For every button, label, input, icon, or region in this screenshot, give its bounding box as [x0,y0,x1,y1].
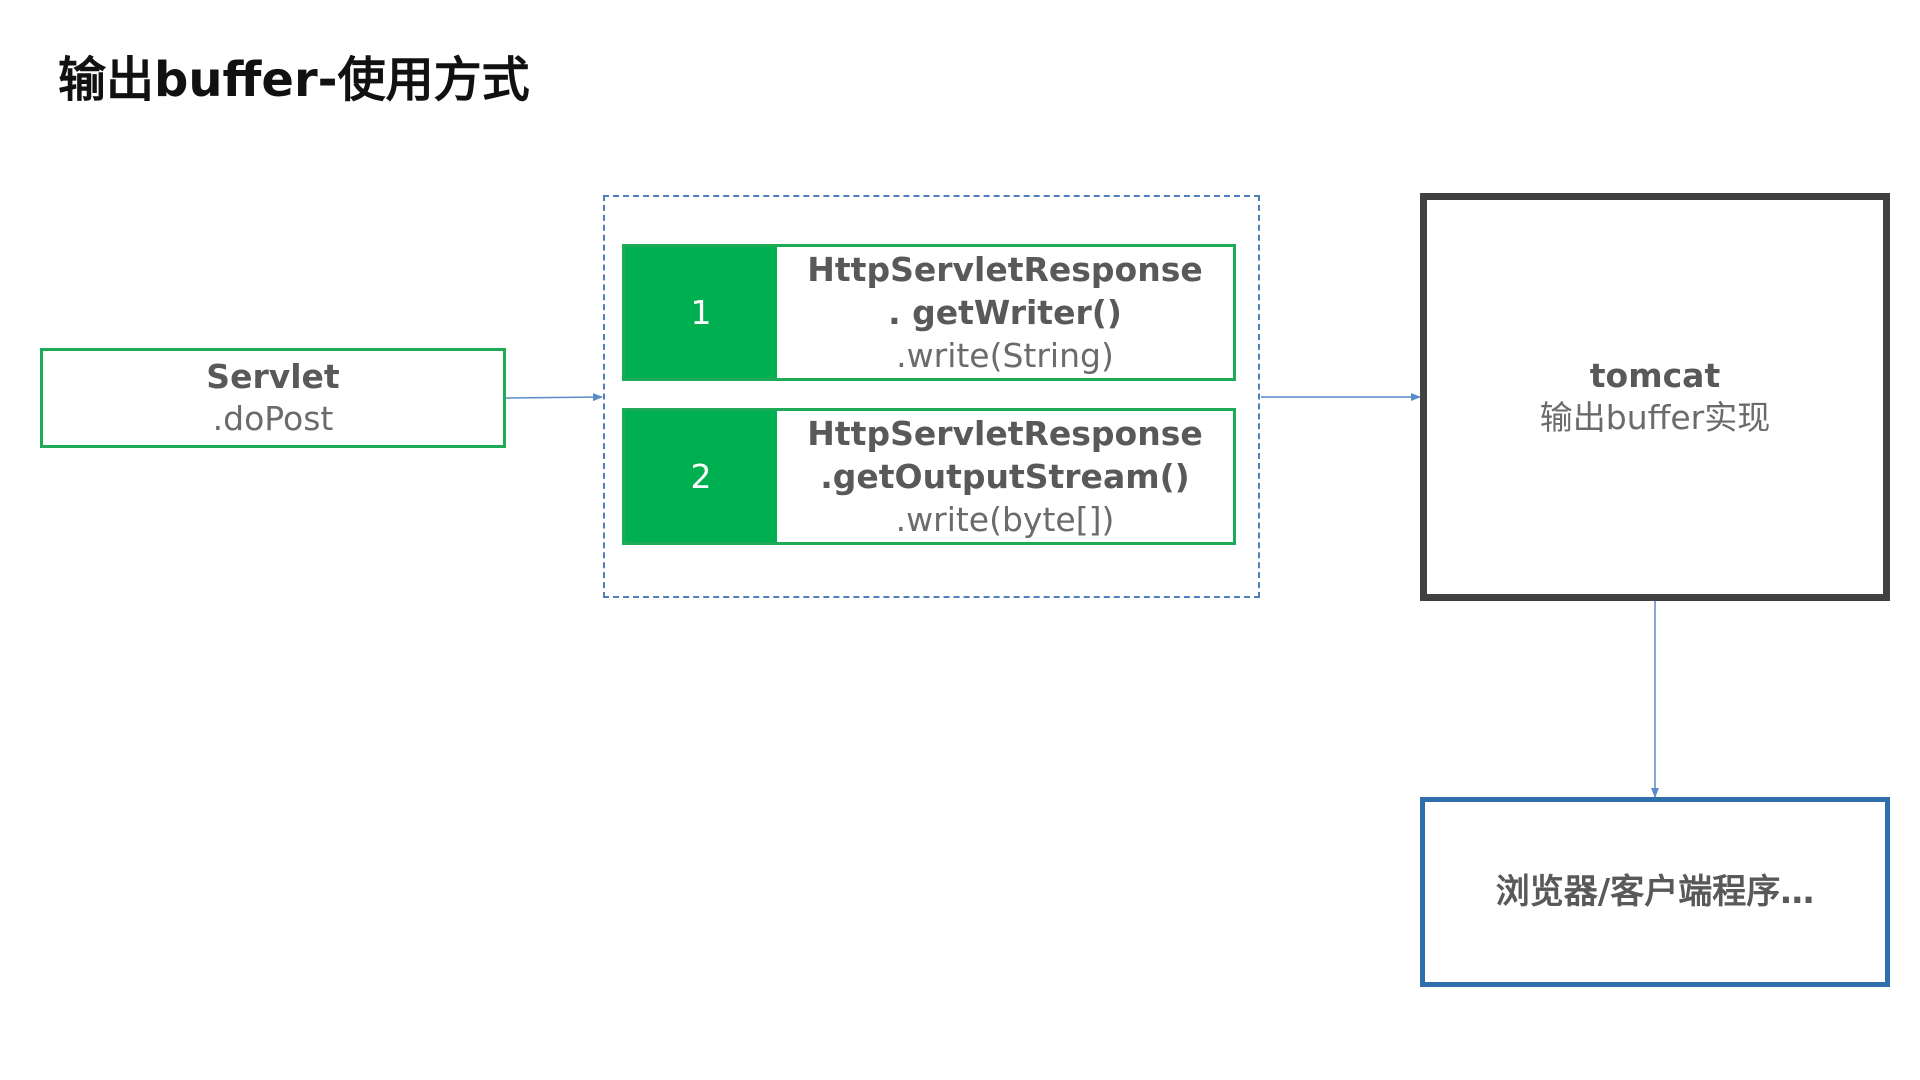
tomcat-box: tomcat 输出buffer实现 [1420,193,1890,601]
method-outputstream-text: HttpServletResponse .getOutputStream() .… [777,411,1233,542]
client-label: 浏览器/客户端程序… [1495,872,1815,912]
method-writer-call: . getWriter() [888,293,1122,332]
method-writer-class: HttpServletResponse [807,250,1203,289]
arrow-servlet-to-methods [505,393,603,402]
method-outputstream-box: 2 HttpServletResponse .getOutputStream()… [622,408,1236,545]
method-writer-write: .write(String) [896,336,1114,375]
tomcat-name: tomcat [1589,356,1721,395]
method-writer-text: HttpServletResponse . getWriter() .write… [777,247,1233,378]
method-outputstream-class: HttpServletResponse [807,414,1203,453]
output-methods-group [603,195,1260,598]
servlet-name: Servlet [206,357,340,396]
page-title: 输出buffer-使用方式 [58,52,530,108]
tomcat-desc: 输出buffer实现 [1539,398,1771,437]
method-outputstream-write: .write(byte[]) [895,500,1115,539]
client-box: 浏览器/客户端程序… [1420,797,1890,987]
servlet-box: Servlet .doPost [40,348,506,448]
method-number-2: 2 [625,411,777,542]
servlet-method: .doPost [212,399,334,438]
method-number-1: 1 [625,247,777,378]
method-writer-box: 1 HttpServletResponse . getWriter() .wri… [622,244,1236,381]
method-outputstream-call: .getOutputStream() [820,457,1190,496]
